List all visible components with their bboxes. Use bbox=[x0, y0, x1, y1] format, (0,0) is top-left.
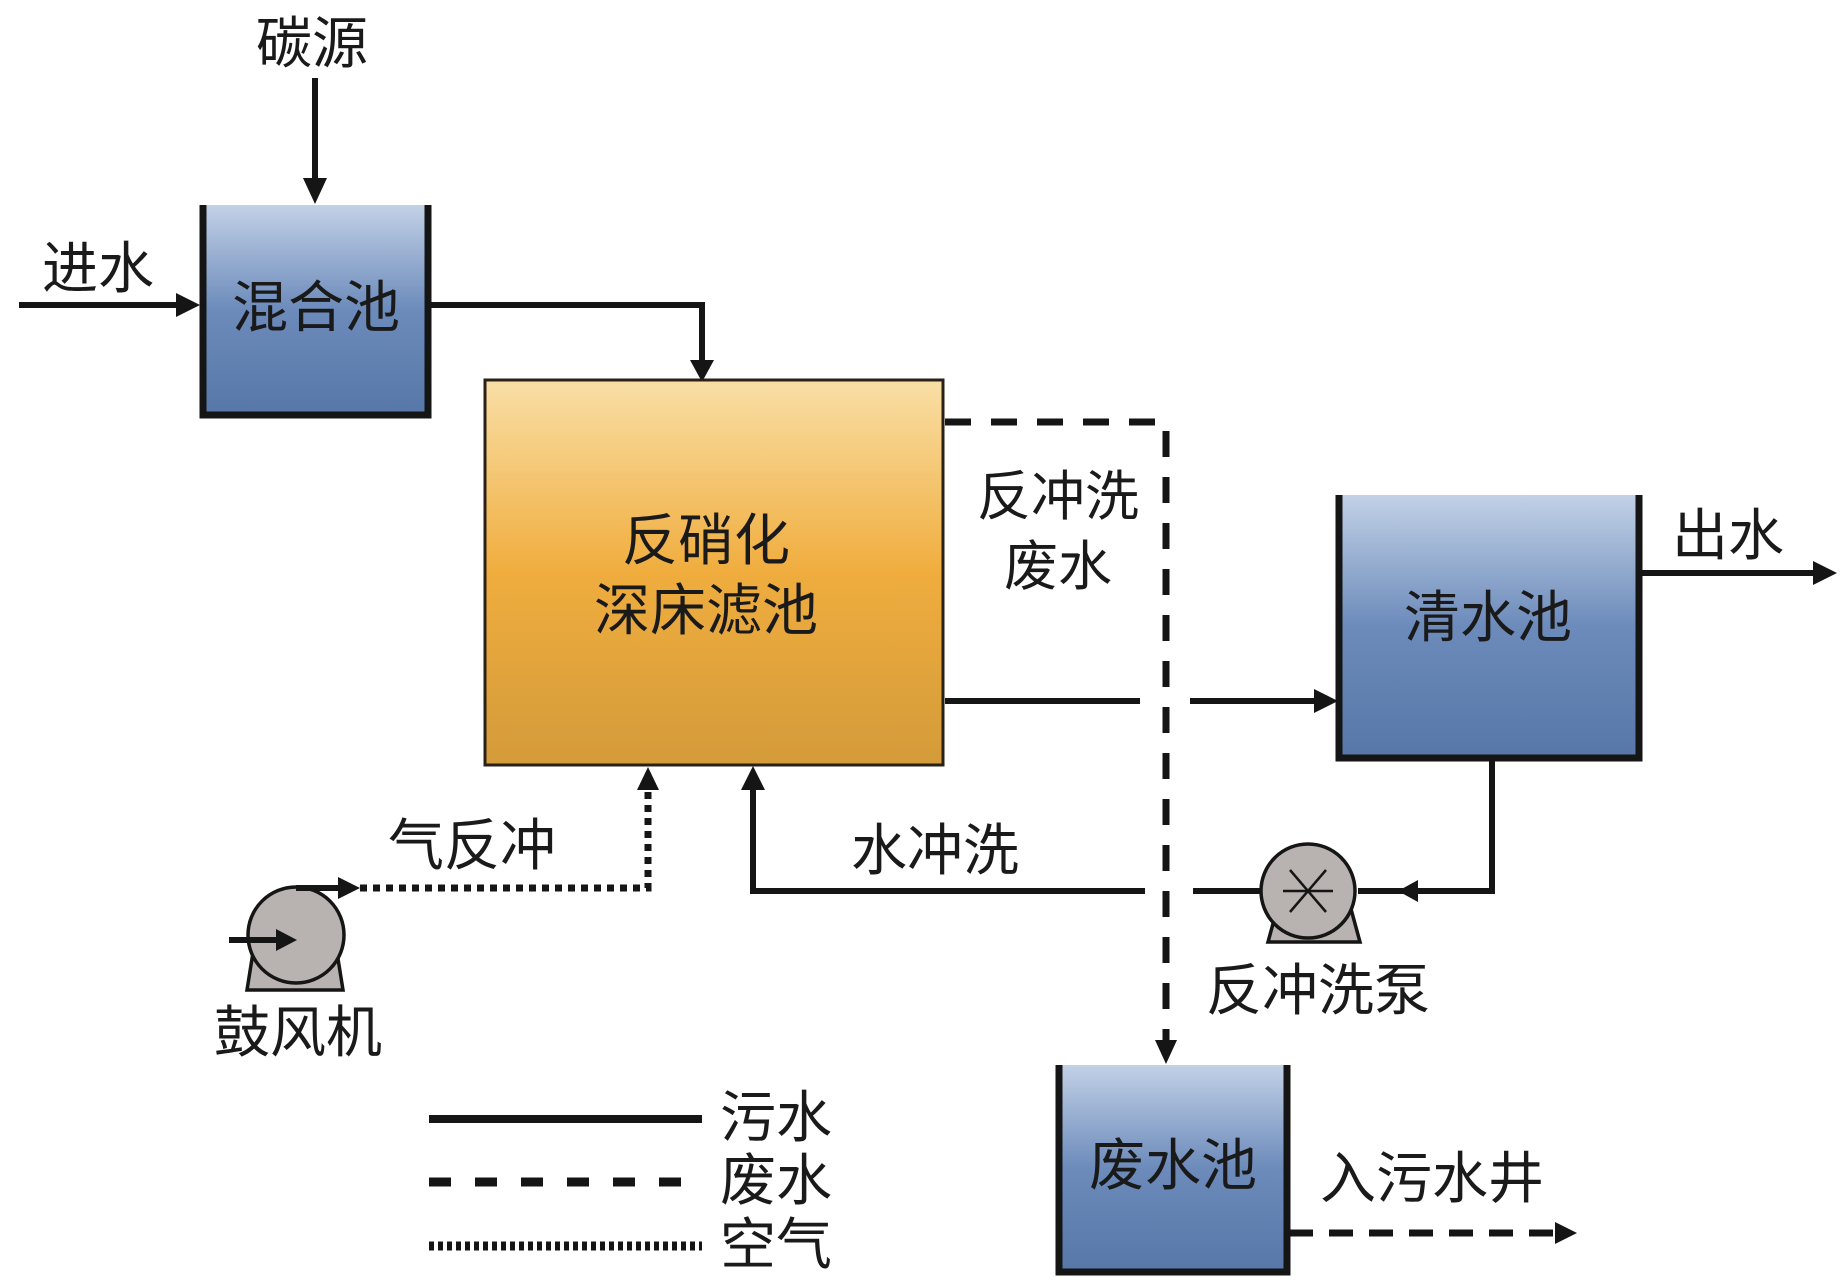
water-wash-arrowhead bbox=[741, 766, 765, 790]
legend-label-air: 空气 bbox=[720, 1213, 832, 1278]
mixing-tank-label: 混合池 bbox=[232, 276, 400, 341]
inlet-arrowhead bbox=[176, 293, 200, 317]
filter-label-line2: 深床滤池 bbox=[594, 579, 818, 644]
carbon-source-arrowhead bbox=[303, 178, 327, 204]
blower-outlet-arrowhead bbox=[338, 877, 360, 899]
waste-water-tank[interactable]: 废水池 bbox=[1055, 1065, 1291, 1276]
water-wash-label: 水冲洗 bbox=[851, 819, 1019, 884]
inlet-label: 进水 bbox=[42, 237, 154, 302]
blower-label: 鼓风机 bbox=[214, 1001, 382, 1066]
filter-to-clear-arrowhead bbox=[1314, 689, 1338, 713]
to-sewer-label: 入污水井 bbox=[1320, 1147, 1544, 1212]
waste-tank-wall bbox=[1055, 1065, 1291, 1276]
denitrification-filter[interactable]: 反硝化 深床滤池 bbox=[483, 378, 945, 767]
legend-item: 污水 bbox=[429, 1086, 832, 1151]
mixing-to-filter-line bbox=[430, 302, 705, 362]
legend-label-wastewater: 废水 bbox=[720, 1149, 832, 1214]
blower[interactable] bbox=[229, 885, 346, 992]
legend-item: 废水 bbox=[429, 1149, 832, 1214]
waste-tank-label: 废水池 bbox=[1089, 1134, 1257, 1199]
waste-tank-body bbox=[1059, 1065, 1287, 1272]
blower-intake-arrowhead bbox=[276, 929, 297, 951]
backwash-pump-label: 反冲洗泵 bbox=[1206, 959, 1430, 1024]
air-backwash-line bbox=[360, 790, 652, 892]
backwash-waste-label-line2: 废水 bbox=[1004, 535, 1112, 598]
legend: 污水 废水 空气 bbox=[429, 1086, 832, 1278]
clear-to-pump-arrowhead bbox=[1398, 880, 1418, 902]
blower-housing bbox=[246, 885, 346, 985]
carbon-source-label: 碳源 bbox=[256, 12, 368, 77]
air-backwash-arrowhead bbox=[637, 767, 659, 790]
water-wash-line-b bbox=[750, 788, 1145, 894]
mixing-tank-body bbox=[203, 205, 428, 415]
clear-water-tank[interactable]: 清水池 bbox=[1335, 495, 1643, 762]
legend-label-sewage: 污水 bbox=[720, 1086, 832, 1151]
outlet-label: 出水 bbox=[1672, 504, 1784, 569]
mixing-to-filter-arrowhead bbox=[690, 360, 714, 382]
clear-tank-body bbox=[1339, 495, 1639, 758]
pump-impeller-icon bbox=[1283, 869, 1333, 913]
air-backwash-label: 气反冲 bbox=[388, 814, 556, 879]
filter-body bbox=[483, 378, 945, 767]
clear-to-pump-line bbox=[1358, 760, 1495, 894]
backwash-pump[interactable] bbox=[1259, 842, 1363, 944]
clear-tank-label: 清水池 bbox=[1404, 586, 1572, 651]
backwash-waste-label-line1: 反冲洗 bbox=[977, 465, 1139, 528]
clear-tank-wall bbox=[1335, 495, 1643, 762]
mixing-tank[interactable]: 混合池 bbox=[199, 205, 432, 419]
legend-item: 空气 bbox=[429, 1213, 832, 1278]
to-sewer-arrowhead bbox=[1555, 1222, 1577, 1244]
mixing-tank-wall bbox=[199, 205, 432, 419]
filter-label-line1: 反硝化 bbox=[622, 509, 790, 574]
backwash-waste-arrowhead bbox=[1155, 1040, 1177, 1064]
outlet-arrowhead bbox=[1813, 561, 1837, 585]
